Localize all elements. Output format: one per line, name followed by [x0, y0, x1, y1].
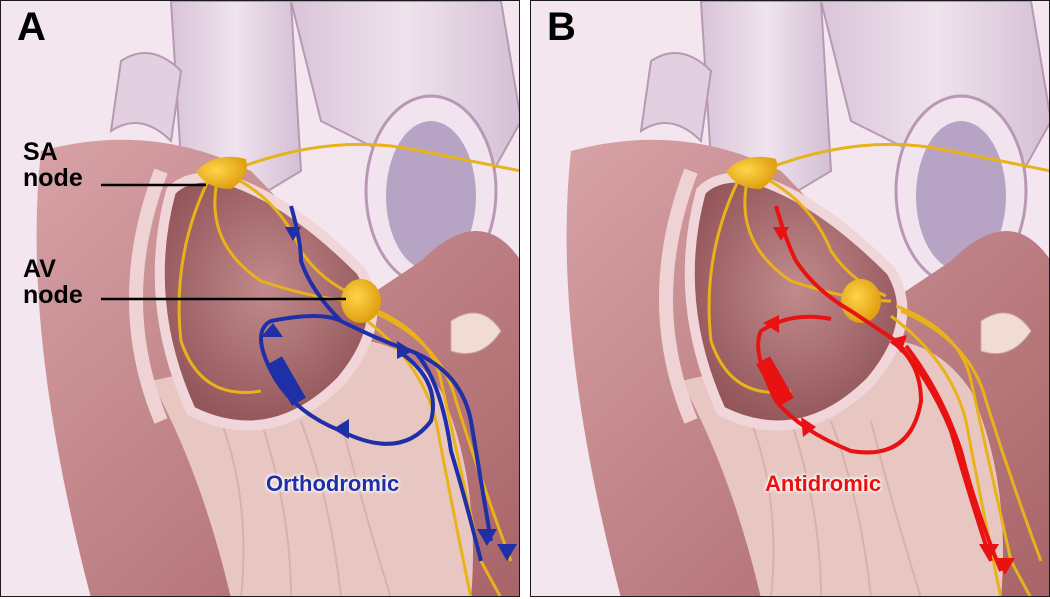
panel-b: B Antidromic	[530, 0, 1050, 597]
panel-letter-a: A	[17, 7, 46, 47]
antidromic-label: Antidromic	[765, 471, 881, 497]
av-node-shape	[341, 279, 381, 323]
heart-illustration-b	[531, 1, 1050, 597]
orthodromic-label: Orthodromic	[266, 471, 399, 497]
panel-letter-b: B	[547, 7, 576, 47]
